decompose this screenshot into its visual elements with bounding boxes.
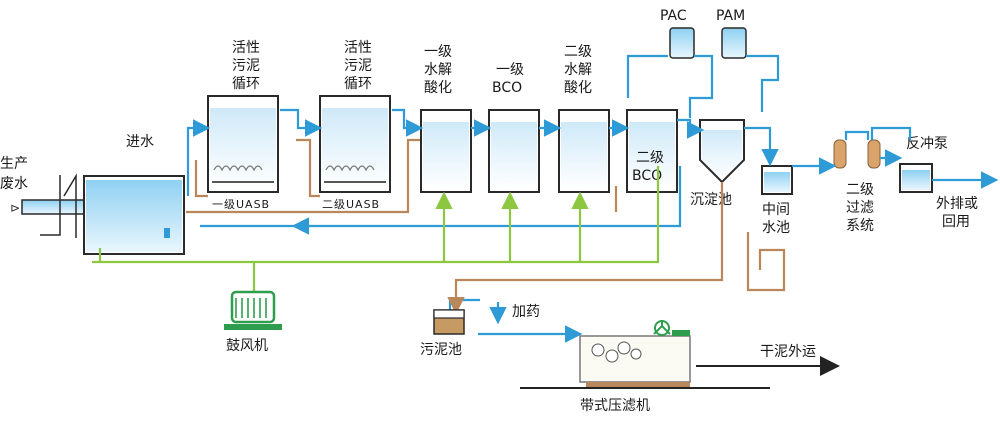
bco-1-line2: BCO bbox=[492, 80, 522, 96]
pump-icon bbox=[164, 228, 170, 238]
pam-tank: PAM bbox=[716, 8, 747, 59]
wastewater-label-1: 生产 bbox=[0, 156, 28, 172]
hydrolysis-1-line3: 酸化 bbox=[424, 80, 452, 96]
sludge-recycle-1-line2: 污泥 bbox=[232, 58, 260, 74]
blower-label: 鼓风机 bbox=[226, 338, 268, 354]
wastewater-label-2: 废水 bbox=[0, 176, 28, 192]
sedimentation-label: 沉淀池 bbox=[690, 192, 732, 208]
filter-line3: 系统 bbox=[846, 218, 874, 234]
clear-water-tank: 反冲泵 外排或 回用 bbox=[899, 136, 978, 230]
inlet-pipe bbox=[21, 199, 85, 215]
filter-line2: 过滤 bbox=[846, 200, 874, 216]
air-pipes bbox=[92, 166, 660, 292]
bco-tank-1 bbox=[488, 109, 540, 193]
sludge-recycle-2-line2: 污泥 bbox=[344, 58, 372, 74]
pac-tank: PAC bbox=[660, 8, 695, 59]
sedimentation-tank: 沉淀池 bbox=[690, 119, 745, 208]
belt-filter-press: 带式压滤机 bbox=[520, 320, 770, 414]
hydrolysis-2-line2: 水解 bbox=[564, 62, 592, 78]
bco-2-line1: 二级 bbox=[636, 150, 664, 166]
uasb-1-label: 一级UASB bbox=[212, 198, 270, 211]
dosing-label: 加药 bbox=[512, 304, 540, 320]
dry-sludge-label: 干泥外运 bbox=[760, 344, 816, 360]
sludge-tank: 污泥池 bbox=[420, 309, 465, 358]
sludge-recycle-2-line3: 循环 bbox=[344, 76, 372, 92]
hydrolysis-1-line1: 一级 bbox=[424, 44, 452, 60]
bco-tank-2 bbox=[626, 109, 678, 193]
bco-2-line2: BCO bbox=[632, 168, 662, 184]
mid-tank-line1: 中间 bbox=[762, 202, 790, 218]
valve-icon: ⊳ bbox=[10, 201, 20, 215]
discharge-line2: 回用 bbox=[942, 214, 970, 230]
hydrolysis-tank-1 bbox=[420, 109, 472, 193]
hydrolysis-2-line1: 二级 bbox=[564, 44, 592, 60]
blower: 鼓风机 bbox=[224, 290, 282, 354]
sludge-tank-label: 污泥池 bbox=[420, 342, 462, 358]
hydrolysis-2-line3: 酸化 bbox=[564, 80, 592, 96]
uasb-tank-1: 一级UASB bbox=[207, 95, 279, 211]
sludge-recycle-1-line1: 活性 bbox=[232, 40, 260, 56]
backwash-pump-label: 反冲泵 bbox=[906, 136, 948, 152]
hydrolysis-tank-2 bbox=[558, 109, 610, 193]
equalization-tank bbox=[40, 173, 185, 255]
filter-system: 二级 过滤 系统 bbox=[833, 139, 881, 234]
middle-tank: 中间 水池 bbox=[761, 165, 793, 236]
uasb-tank-2: 二级UASB bbox=[319, 95, 391, 211]
filter-line1: 二级 bbox=[846, 182, 874, 198]
equalization-tank-water bbox=[86, 180, 182, 252]
blower-icon bbox=[230, 290, 276, 324]
pam-label: PAM bbox=[716, 8, 745, 24]
inlet-label: 进水 bbox=[126, 134, 154, 150]
uasb-2-label: 二级UASB bbox=[322, 198, 380, 211]
belt-press-label: 带式压滤机 bbox=[580, 398, 650, 414]
discharge-line1: 外排或 bbox=[936, 196, 978, 212]
sludge-recycle-2-line1: 活性 bbox=[344, 40, 372, 56]
sludge-recycle-1-line3: 循环 bbox=[232, 76, 260, 92]
pac-label: PAC bbox=[660, 8, 687, 24]
mid-tank-line2: 水池 bbox=[762, 220, 790, 236]
sludge-pipes bbox=[186, 138, 786, 315]
bco-1-line1: 一级 bbox=[496, 62, 524, 78]
hydrolysis-1-line2: 水解 bbox=[424, 62, 452, 78]
dry-sludge-out: 干泥外运 bbox=[696, 344, 840, 376]
wastewater-inlet: 生产 废水 ⊳ bbox=[0, 156, 85, 215]
